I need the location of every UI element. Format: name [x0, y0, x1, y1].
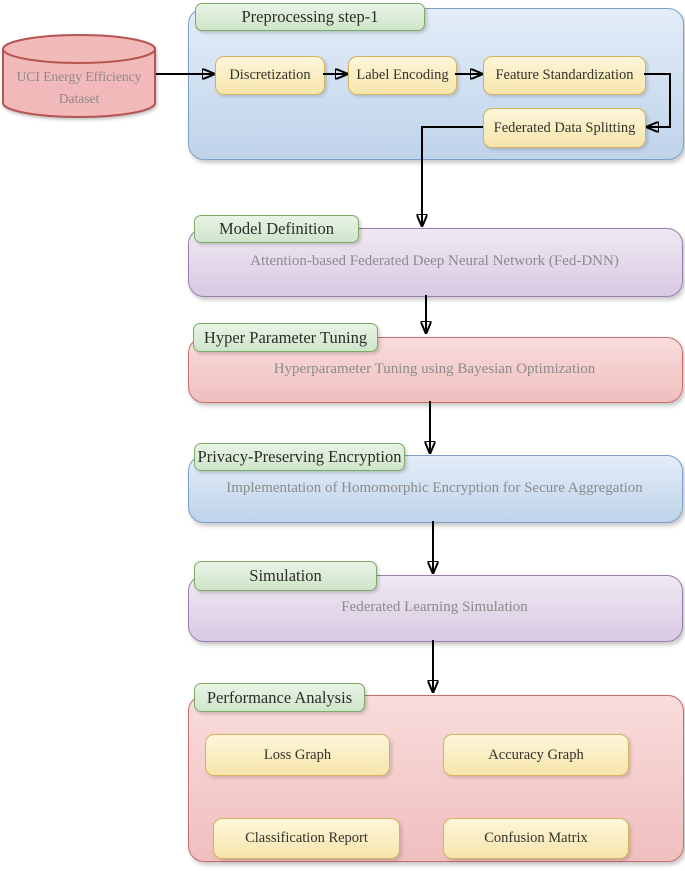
simulation-tab: Simulation: [194, 561, 377, 591]
node-label-encoding: Label Encoding: [348, 56, 457, 95]
hyperparameter-tuning-tab: Hyper Parameter Tuning: [193, 323, 378, 352]
node-federated-data-splitting: Federated Data Splitting: [483, 108, 646, 148]
dataset-label-line1: UCI Energy Efficiency: [16, 69, 142, 84]
privacy-encryption-tab: Privacy-Preserving Encryption: [194, 443, 405, 471]
dataset-label: UCI Energy Efficiency Dataset: [2, 66, 156, 110]
node-feature-standardization: Feature Standardization: [483, 56, 646, 95]
node-loss-graph: Loss Graph: [205, 734, 390, 776]
hyperparameter-tuning-body: Hyperparameter Tuning using Bayesian Opt…: [273, 360, 596, 377]
privacy-encryption-body: Implementation of Homomorphic Encryption…: [226, 479, 643, 496]
simulation-body: Federated Learning Simulation: [341, 599, 528, 615]
dataset-cylinder: [2, 34, 156, 118]
dataset-cylinder-top: [2, 34, 156, 64]
node-discretization: Discretization: [215, 56, 325, 95]
dataset-label-line2: Dataset: [58, 91, 100, 106]
performance-analysis-tab: Performance Analysis: [194, 683, 365, 712]
node-classification-report: Classification Report: [213, 818, 400, 859]
model-definition-tab: Model Definition: [194, 215, 359, 243]
node-confusion-matrix: Confusion Matrix: [443, 818, 629, 859]
model-definition-body: Attention-based Federated Deep Neural Ne…: [250, 253, 619, 269]
preprocessing-tab: Preprocessing step-1: [195, 3, 425, 31]
dataset-cylinder-body: [2, 48, 156, 118]
node-accuracy-graph: Accuracy Graph: [443, 734, 629, 776]
